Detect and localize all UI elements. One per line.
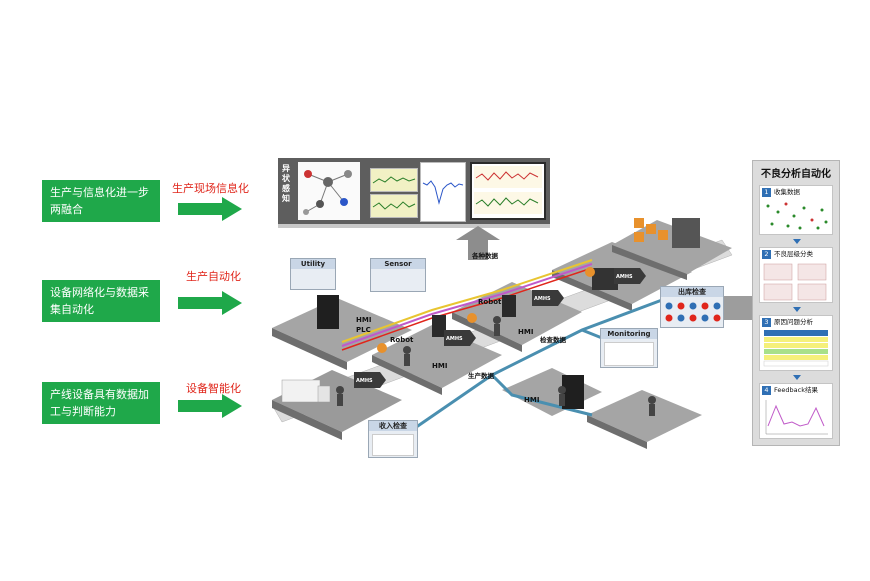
incoming-check-screen [372, 434, 414, 456]
hmi-label: HMI [524, 396, 540, 404]
down-arrow-icon [793, 239, 801, 244]
step-label: 原因问题分析 [774, 318, 813, 326]
goal-box-intelligence: 产线设备具有数据加工与判断能力 [42, 382, 160, 424]
incoming-check-callout: 收入检查 [368, 420, 418, 458]
goal-box-integration: 生产与信息化进一步两融合 [42, 180, 160, 222]
step-number: 2 [762, 249, 771, 259]
hmi-label: HMI [356, 316, 372, 324]
label-automation: 生产自动化 [186, 270, 241, 283]
chart-thumbnail-1 [370, 168, 418, 192]
shipping-check-callout: 出库检查 [660, 286, 724, 328]
green-arrow-icon [178, 394, 242, 418]
step-label: 收集数据 [774, 188, 800, 196]
step-number: 3 [762, 317, 771, 327]
factory-floor-diagram [271, 218, 762, 449]
robot-label: Robot [478, 298, 502, 306]
amhs-label: AMHS [534, 296, 551, 302]
label-device-intelligence: 设备智能化 [186, 382, 241, 395]
defect-analysis-title: 不良分析自动化 [761, 169, 831, 180]
upload-arrow-icon [456, 226, 500, 260]
data-upload-label: 各种数据 [472, 252, 498, 260]
anomaly-panel-base [278, 224, 550, 228]
step-label: 不良层级分类 [774, 250, 813, 258]
sensor-callout: Sensor [370, 258, 426, 292]
classification-thumbnail [763, 263, 827, 301]
inspection-data-label: 检查数据 [540, 336, 566, 344]
label-field-informatization: 生产现场信息化 [172, 182, 249, 195]
goal-box-text: 设备网络化与数据采集自动化 [50, 286, 149, 316]
amhs-label: AMHS [616, 274, 633, 280]
sensor-title: Sensor [371, 259, 425, 269]
scatter-thumbnail [766, 202, 828, 230]
network-map-thumbnail [298, 162, 360, 220]
goal-box-text: 产线设备具有数据加工与判断能力 [50, 388, 149, 418]
green-arrow-icon [178, 197, 242, 221]
utility-callout: Utility [290, 258, 336, 290]
down-arrow-icon [793, 307, 801, 312]
table-thumbnail [763, 330, 829, 367]
hmi-label: HMI [432, 362, 448, 370]
goal-box-networking: 设备网络化与数据采集自动化 [42, 280, 160, 322]
monitoring-title: Monitoring [601, 329, 657, 339]
amhs-label: AMHS [446, 336, 463, 342]
chart-thumbnail-3 [420, 162, 466, 222]
chart-thumbnail-4 [470, 162, 546, 220]
step-label: Feedback结果 [774, 386, 818, 394]
step-number: 1 [762, 187, 771, 197]
monitoring-screen [604, 342, 654, 366]
chart-thumbnail-2 [370, 194, 418, 218]
anomaly-panel: 异状感知 [278, 158, 550, 224]
plc-label: PLC [356, 326, 371, 334]
robot-label: Robot [390, 336, 414, 344]
shipping-check-grid [665, 302, 721, 322]
incoming-check-title: 收入检查 [369, 421, 417, 431]
down-arrow-icon [793, 375, 801, 380]
hmi-label: HMI [518, 328, 534, 336]
green-arrow-icon [178, 291, 242, 315]
feedback-chart-thumbnail [765, 400, 828, 435]
monitoring-callout: Monitoring [600, 328, 658, 368]
goal-box-text: 生产与信息化进一步两融合 [50, 186, 149, 216]
anomaly-panel-title: 异状感知 [282, 164, 290, 203]
utility-title: Utility [291, 259, 335, 269]
step-number: 4 [762, 385, 771, 395]
production-data-label: 生产数据 [468, 372, 494, 380]
amhs-label: AMHS [356, 378, 373, 384]
shipping-check-title: 出库检查 [661, 287, 723, 297]
